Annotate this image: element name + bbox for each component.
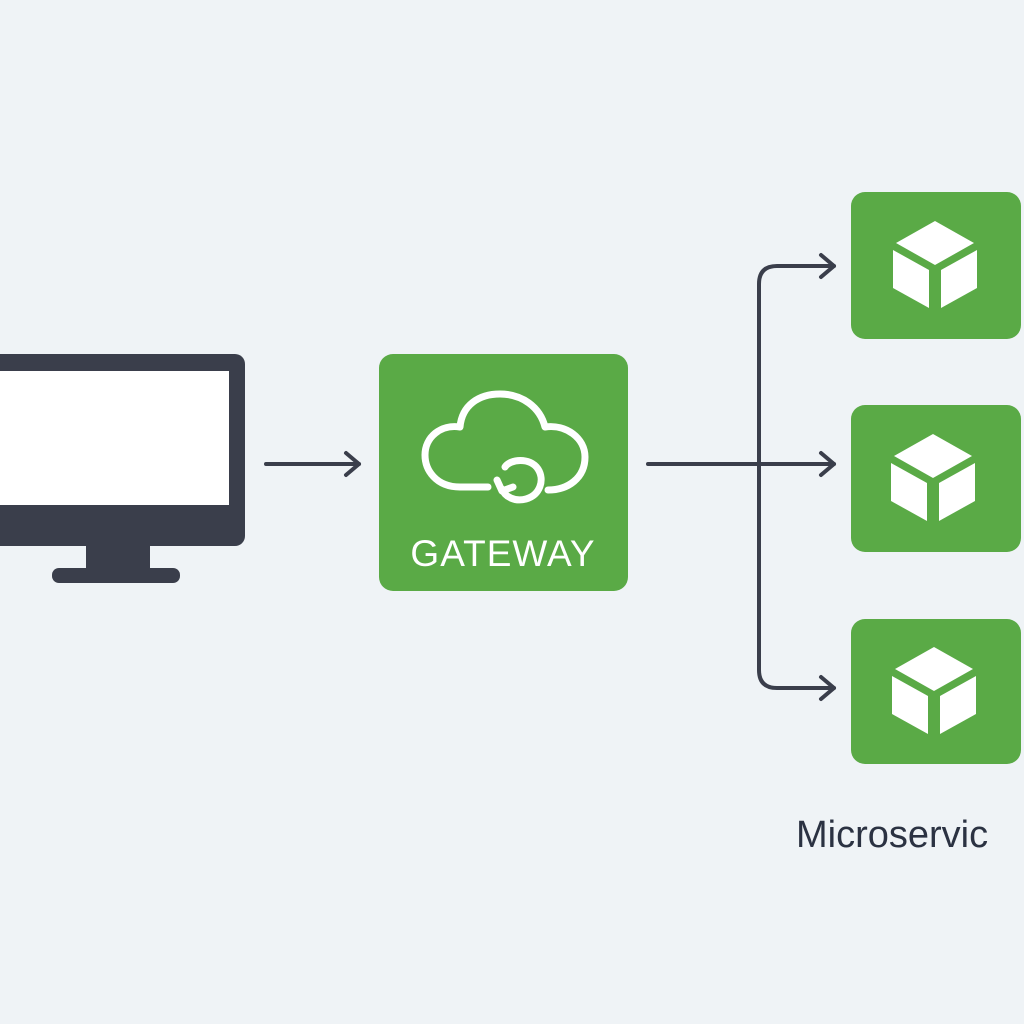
service-box-3 (851, 619, 1021, 764)
service-box-1 (851, 192, 1021, 339)
arrowhead-service-2 (819, 451, 836, 477)
microservices-caption: Microservic (796, 814, 988, 856)
gateway-label: GATEWAY (410, 533, 595, 574)
arrowhead-client-to-gateway (344, 451, 361, 477)
cloud-sync-icon (421, 390, 589, 504)
monitor-stand (52, 568, 180, 583)
cube-icon (893, 221, 977, 308)
cube-icon (892, 647, 976, 734)
service-box-2 (851, 405, 1021, 552)
gateway-box (379, 354, 628, 591)
service-node-3 (851, 619, 1021, 764)
monitor-screen (0, 371, 229, 505)
sync-arc (498, 457, 545, 504)
gateway-node: GATEWAY (379, 354, 628, 591)
monitor-neck (86, 545, 150, 569)
arrow-gateway-to-service-3 (757, 462, 836, 690)
cloud-outline (421, 390, 589, 494)
cube-icon (891, 434, 975, 521)
arrowhead-service-3 (819, 675, 836, 701)
service-node-1 (851, 192, 1021, 339)
service-node-2 (851, 405, 1021, 552)
sync-arrow (493, 476, 517, 495)
monitor-icon (0, 354, 245, 583)
arrowhead-service-1 (819, 253, 836, 279)
arrow-gateway-to-service-1 (757, 264, 836, 466)
